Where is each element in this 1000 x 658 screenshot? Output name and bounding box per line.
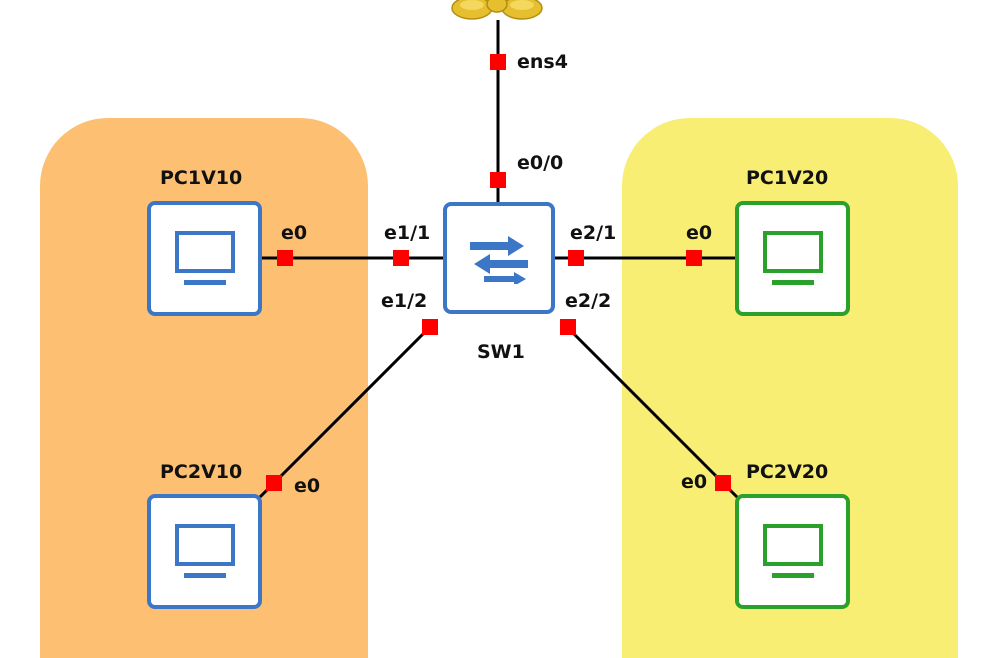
port-e2-2[interactable] bbox=[560, 319, 576, 335]
port-pc2v20-e0[interactable] bbox=[715, 475, 731, 491]
switch-sw1[interactable] bbox=[443, 202, 555, 314]
port-label-ens4: ens4 bbox=[517, 51, 568, 73]
computer-icon bbox=[174, 523, 235, 578]
host-pc2v20[interactable] bbox=[735, 494, 850, 609]
computer-icon bbox=[174, 230, 235, 285]
port-label-pc1v10-e0: e0 bbox=[281, 222, 308, 244]
port-label-pc2v10-e0: e0 bbox=[294, 475, 321, 497]
port-label-pc2v20-e0: e0 bbox=[681, 471, 708, 493]
port-ens4[interactable] bbox=[490, 54, 506, 70]
switch-name-label: SW1 bbox=[477, 341, 525, 363]
pc2v10-name-label: PC2V10 bbox=[160, 461, 243, 483]
port-label-pc1v20-e0: e0 bbox=[686, 222, 713, 244]
port-label-e0-0: e0/0 bbox=[517, 152, 564, 174]
host-pc1v10[interactable] bbox=[147, 201, 262, 316]
port-e2-1[interactable] bbox=[568, 250, 584, 266]
port-e1-1[interactable] bbox=[393, 250, 409, 266]
switch-arrows-icon bbox=[470, 236, 528, 284]
pc1v20-name-label: PC1V20 bbox=[746, 167, 829, 189]
port-label-e2-1: e2/1 bbox=[570, 222, 617, 244]
port-label-e2-2: e2/2 bbox=[565, 290, 612, 312]
link-pc2v10-sw1 bbox=[258, 323, 434, 499]
port-label-e1-1: e1/1 bbox=[384, 222, 431, 244]
host-pc1v20[interactable] bbox=[735, 201, 850, 316]
host-pc2v10[interactable] bbox=[147, 494, 262, 609]
pc1v10-name-label: PC1V10 bbox=[160, 167, 243, 189]
link-sw1-pc2v20 bbox=[563, 323, 740, 500]
pc2v20-name-label: PC2V20 bbox=[746, 461, 829, 483]
port-pc1v20-e0[interactable] bbox=[686, 250, 702, 266]
cloud-icon[interactable] bbox=[450, 0, 545, 20]
port-pc2v10-e0[interactable] bbox=[266, 475, 282, 491]
computer-icon bbox=[762, 230, 823, 285]
port-pc1v10-e0[interactable] bbox=[277, 250, 293, 266]
computer-icon bbox=[762, 523, 823, 578]
port-e0-0[interactable] bbox=[490, 172, 506, 188]
port-label-e1-2: e1/2 bbox=[381, 290, 428, 312]
port-e1-2[interactable] bbox=[422, 319, 438, 335]
network-links bbox=[258, 20, 740, 500]
